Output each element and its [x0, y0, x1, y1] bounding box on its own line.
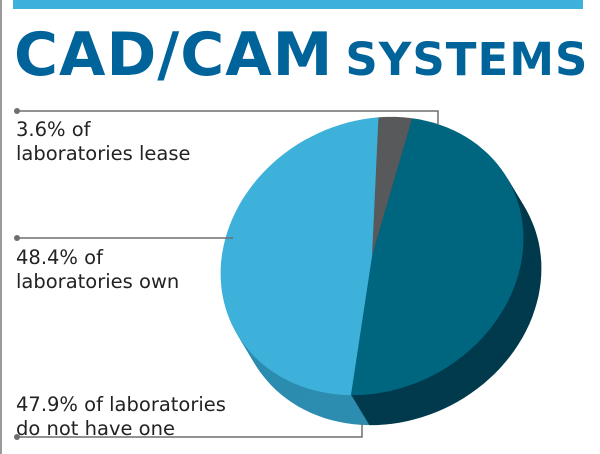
leader-lease	[17, 110, 439, 124]
label-own-line1: 48.4% of	[16, 246, 103, 269]
label-lease-line2: laboratories lease	[16, 142, 191, 165]
pie-slice-lease	[372, 116, 413, 257]
label-own-line2: laboratories own	[16, 270, 180, 293]
pie-slice-do-not-have-one	[350, 118, 524, 396]
top-accent-bar	[13, 0, 583, 9]
label-none-line2: do not have one	[16, 417, 175, 440]
title-main: CAD/CAM	[14, 20, 334, 90]
left-border	[0, 0, 2, 454]
leader-none-dot	[14, 434, 20, 440]
leader-own-dot	[14, 235, 20, 241]
label-none-line1: 47.9% of laboratories	[16, 393, 226, 416]
leader-none	[17, 423, 363, 438]
label-lease-line1: 3.6% of	[16, 118, 91, 141]
leader-lease-dot	[14, 108, 20, 114]
title-suffix: SYSTEMS	[345, 33, 589, 86]
pie-slice-own	[220, 117, 379, 396]
